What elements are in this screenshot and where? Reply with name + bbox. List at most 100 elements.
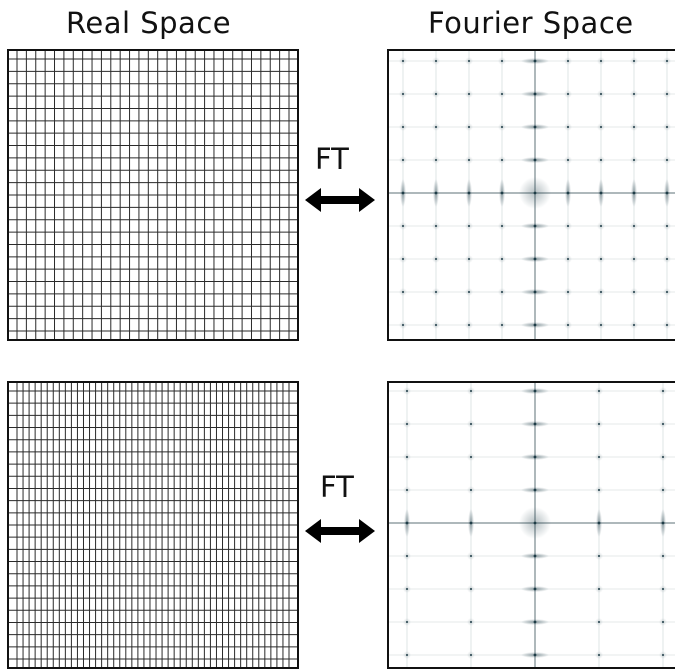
fourier-peak <box>468 225 470 227</box>
ft-label-top: FT <box>315 142 349 176</box>
fourier-peak <box>633 159 635 161</box>
fourier-peak <box>468 258 470 260</box>
fourier-peak <box>598 588 600 590</box>
fourier-peak <box>406 423 408 425</box>
fourier-peak <box>406 456 408 458</box>
fourier-space-heading: Fourier Space <box>428 6 634 40</box>
fourier-peak <box>501 225 503 227</box>
fourier-peak <box>470 423 472 425</box>
fourier-space-panel-bottom <box>387 381 675 669</box>
fourier-peak <box>406 654 408 656</box>
fourier-peak <box>468 159 470 161</box>
fourier-peak <box>632 191 636 195</box>
fourier-peak <box>402 159 404 161</box>
fourier-peak <box>402 291 404 293</box>
fourier-peak <box>501 159 503 161</box>
fourier-peak <box>662 489 664 491</box>
fourier-peak <box>500 191 504 195</box>
real-space-panel-bottom <box>7 381 299 669</box>
fourier-peak <box>533 323 537 327</box>
fourier-peak <box>470 588 472 590</box>
fourier-peak <box>567 126 569 128</box>
fourier-peak <box>662 555 664 557</box>
fourier-peak <box>501 60 503 62</box>
fourier-peak <box>501 126 503 128</box>
fourier-peak <box>402 324 404 326</box>
fourier-peak <box>406 390 408 392</box>
fourier-peak <box>435 291 437 293</box>
fourier-peak <box>633 324 635 326</box>
fourier-peak <box>533 224 537 228</box>
fourier-peak <box>470 654 472 656</box>
fourier-peak <box>533 257 537 261</box>
fourier-peak <box>533 521 537 525</box>
fourier-peak <box>501 291 503 293</box>
fourier-peak <box>600 126 602 128</box>
fourier-peak <box>533 158 537 162</box>
fourier-peak <box>633 126 635 128</box>
fourier-peak <box>633 258 635 260</box>
fourier-peak <box>666 60 668 62</box>
fourier-peak <box>598 654 600 656</box>
fourier-peak <box>600 159 602 161</box>
fourier-peak <box>567 324 569 326</box>
fourier-peak <box>666 93 668 95</box>
fourier-peak <box>533 191 537 195</box>
fourier-peak <box>666 225 668 227</box>
fourier-peak <box>468 126 470 128</box>
fourier-peak <box>666 258 668 260</box>
fourier-peak <box>666 126 668 128</box>
fourier-peak <box>533 455 537 459</box>
fourier-peak <box>666 324 668 326</box>
fourier-peak <box>402 225 404 227</box>
fourier-peak <box>533 554 537 558</box>
fourier-peak <box>665 191 669 195</box>
fourier-peak <box>470 456 472 458</box>
fourier-peak <box>533 620 537 624</box>
fourier-peak <box>567 93 569 95</box>
fourier-peak <box>598 456 600 458</box>
fourier-peak <box>469 521 473 525</box>
fourier-peak <box>598 489 600 491</box>
fourier-peak <box>662 423 664 425</box>
fourier-peak <box>633 93 635 95</box>
fourier-peak <box>567 159 569 161</box>
fourier-peak <box>666 159 668 161</box>
fourier-peak <box>662 654 664 656</box>
fourier-peak <box>533 422 537 426</box>
fourier-peak <box>435 225 437 227</box>
real-grid-bottom <box>9 383 297 667</box>
real-grid-top <box>9 51 297 339</box>
fourier-peak <box>533 488 537 492</box>
fourier-peak <box>468 93 470 95</box>
fourier-peak <box>501 93 503 95</box>
fourier-peak <box>533 587 537 591</box>
fourier-peak <box>533 290 537 294</box>
fourier-space-panel-top <box>387 49 675 341</box>
fourier-peak <box>567 60 569 62</box>
fourier-peak <box>633 225 635 227</box>
fourier-peak <box>533 59 537 63</box>
fourier-peak <box>435 60 437 62</box>
fourier-peak <box>661 521 665 525</box>
fourier-peak <box>468 60 470 62</box>
fourier-peak <box>533 92 537 96</box>
fourier-peak <box>600 60 602 62</box>
fourier-peak <box>662 456 664 458</box>
fourier-peak <box>405 521 409 525</box>
double-arrow-icon <box>305 188 375 212</box>
fourier-peak <box>600 258 602 260</box>
fourier-peak <box>662 588 664 590</box>
fourier-peak <box>470 621 472 623</box>
fourier-peak <box>633 60 635 62</box>
fourier-peak <box>566 191 570 195</box>
fourier-peak <box>406 489 408 491</box>
fourier-peak <box>467 191 471 195</box>
fourier-peak <box>598 390 600 392</box>
fourier-peak <box>402 258 404 260</box>
ft-label-bottom: FT <box>320 470 354 504</box>
fourier-peak <box>435 324 437 326</box>
fourier-peak <box>468 291 470 293</box>
fourier-peak <box>666 291 668 293</box>
fourier-peak <box>401 191 405 195</box>
